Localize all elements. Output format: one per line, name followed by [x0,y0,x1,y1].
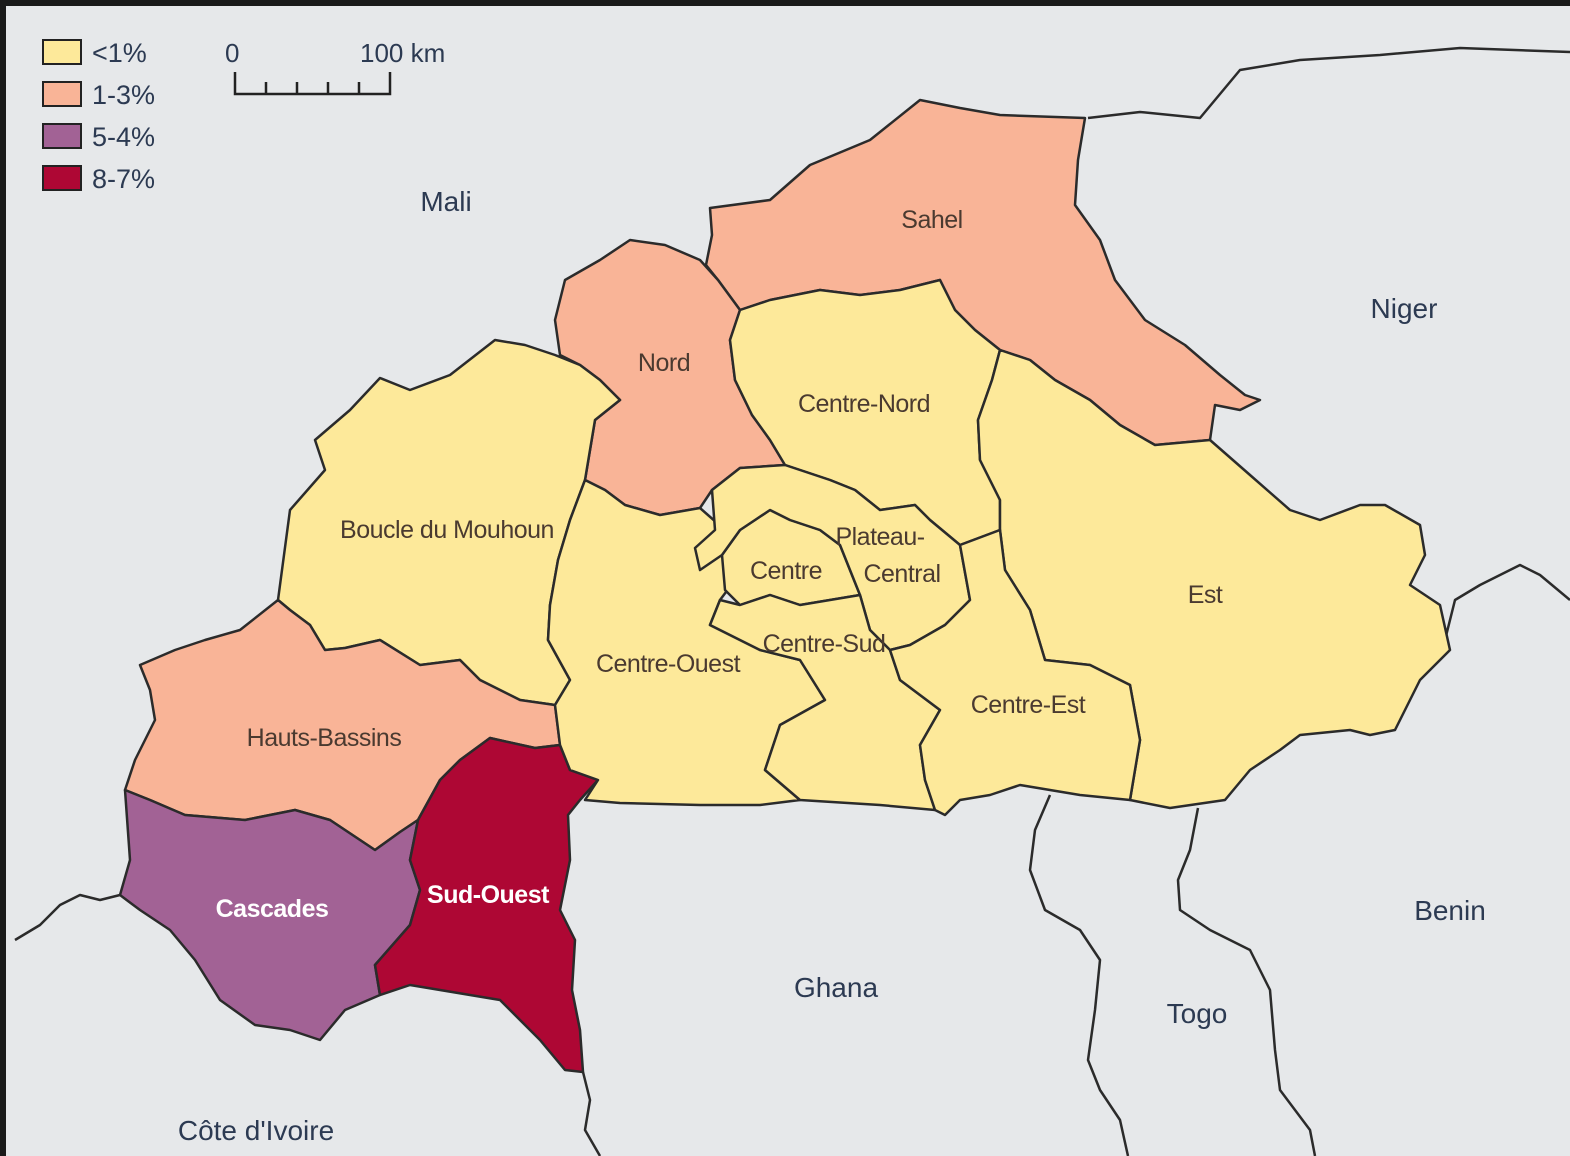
label-centre-ouest: Centre-Ouest [596,650,741,678]
label-nord: Nord [638,349,690,377]
region-sud-ouest[interactable] [373,736,600,1074]
scale-start-label: 0 [225,38,239,68]
country-label-benin: Benin [1414,895,1486,926]
label-centre-nord: Centre-Nord [798,390,930,418]
label-centre-est: Centre-Est [971,691,1086,719]
legend-swatch-2 [42,81,82,107]
ghana-cote-divoire-border [581,1071,602,1156]
label-sahel: Sahel [901,206,962,234]
legend-swatch-3 [42,123,82,149]
country-label-niger: Niger [1371,293,1438,324]
scale-end-label: 100 km [360,38,445,68]
ghana-togo-border [1028,794,1130,1156]
scale-bar: 0 100 km [225,38,445,96]
label-centre-sud: Centre-Sud [763,630,886,658]
mali-niger-border [1087,46,1570,120]
legend-swatch-1 [42,39,82,65]
country-label-ghana: Ghana [794,972,878,1003]
legend-label-3: 5-4% [92,122,155,152]
label-est: Est [1188,581,1223,609]
scale-bar-line [233,72,392,96]
label-plateau-central-line1: Plateau- [835,523,924,551]
country-label-mali: Mali [420,186,471,217]
legend-label-4: 8-7% [92,164,155,194]
niger-benin-border [1443,563,1570,641]
label-hauts-bassins: Hauts-Bassins [247,724,402,752]
togo-benin-border [1176,807,1317,1156]
label-cascades: Cascades [216,895,329,923]
mali-cote-divoire-border [14,893,121,942]
legend-label-2: 1-3% [92,80,155,110]
legend: <1% 1-3% 5-4% 8-7% [42,38,155,194]
label-sud-ouest: Sud-Ouest [427,881,550,909]
country-label-cote-divoire: Côte d'Ivoire [178,1115,334,1146]
legend-swatch-4 [42,165,82,191]
region-centre-est[interactable] [888,528,1142,817]
label-boucle-du-mouhoun: Boucle du Mouhoun [340,516,554,544]
country-label-togo: Togo [1167,998,1228,1029]
label-plateau-central-line2: Central [863,560,940,588]
label-centre: Centre [750,557,822,585]
legend-label-1: <1% [92,38,147,68]
